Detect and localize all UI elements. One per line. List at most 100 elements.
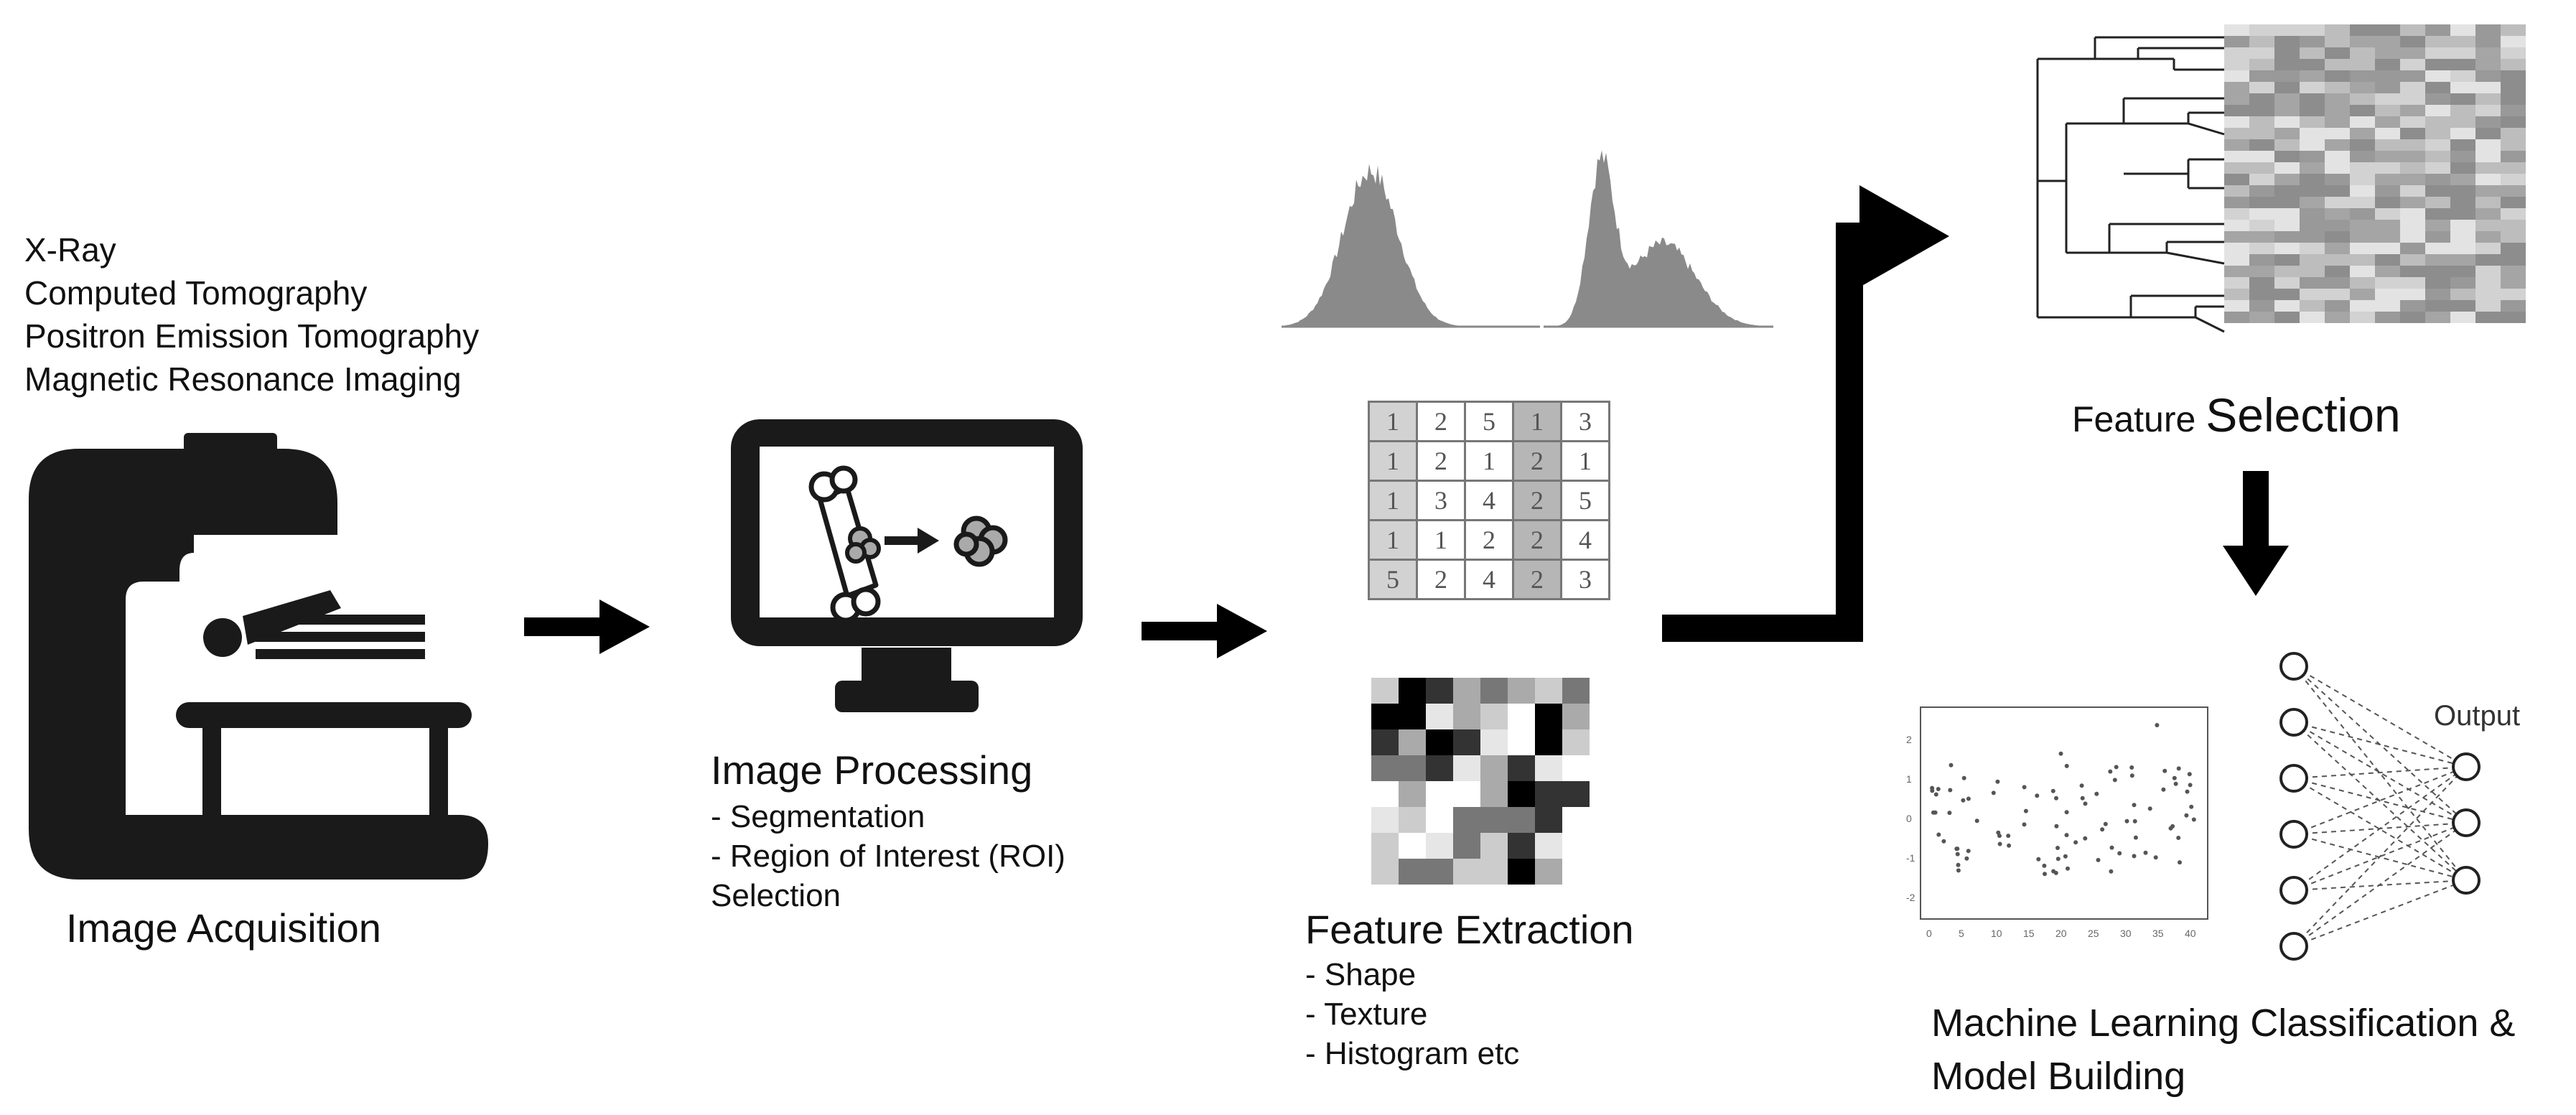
scatter-point [2083, 836, 2088, 841]
heatmap-cell [2274, 174, 2300, 185]
texture-cell [1426, 833, 1453, 859]
scatter-point [1948, 788, 1953, 793]
heatmap-cell [2400, 208, 2425, 220]
texture-pattern [1371, 678, 1590, 885]
heatmap-cell [2475, 139, 2501, 151]
heatmap-cell [2400, 24, 2425, 36]
matrix-cell: 4 [1560, 519, 1610, 561]
heatmap-cell [2249, 59, 2274, 70]
heatmap-cell [2274, 300, 2300, 312]
heatmap-cell [2325, 312, 2350, 323]
heatmap-cell [2501, 116, 2526, 128]
scatter-point [1947, 811, 1952, 816]
heatmap-cell [2400, 277, 2425, 289]
scatter-point [2043, 872, 2047, 877]
heatmap-cell [2400, 174, 2425, 185]
heatmap-cell [2274, 197, 2300, 208]
heatmap-cell [2501, 266, 2526, 277]
texture-cell [1453, 678, 1480, 704]
matrix-cell: 2 [1512, 480, 1562, 521]
heatmap-cell [2475, 231, 2501, 243]
heatmap-cell [2274, 93, 2300, 105]
arrow-right-icon [1142, 604, 1267, 658]
scatter-point [1974, 818, 1979, 824]
scatter-point [1997, 841, 2002, 846]
heatmap-cell [2300, 208, 2325, 220]
matrix-cell: 1 [1512, 401, 1562, 442]
heatmap-cell [2249, 162, 2274, 174]
heatmap-cell [2375, 231, 2400, 243]
scatter-point [2100, 827, 2105, 832]
nn-connection [2293, 880, 2467, 947]
heatmap-cell [2400, 220, 2425, 231]
heatmap-cell [2450, 24, 2475, 36]
matrix-cell: 1 [1368, 519, 1418, 561]
scatter-point [2178, 860, 2182, 865]
nn-connection [2293, 834, 2467, 881]
scatter-y-tick: -1 [1906, 852, 1915, 864]
heatmap-cell [2475, 289, 2501, 300]
matrix-cell: 2 [1464, 519, 1514, 561]
texture-cell [1426, 755, 1453, 781]
texture-cell [1371, 678, 1399, 704]
scatter-point [2058, 751, 2063, 756]
heatmap-cell [2475, 59, 2501, 70]
heatmap-cell [2350, 243, 2375, 254]
heatmap-cell [2400, 36, 2425, 47]
heatmap-cell [2450, 47, 2475, 59]
scatter-point [2096, 857, 2101, 862]
matrix-cell: 1 [1368, 440, 1418, 482]
heatmap-cell [2350, 277, 2375, 289]
heatmap-cell [2224, 312, 2249, 323]
heatmap-cell [2249, 82, 2274, 93]
heatmap-cell [2224, 70, 2249, 82]
scatter-point [2189, 804, 2194, 809]
heatmap-cell [2224, 82, 2249, 93]
heatmap-cell [2425, 70, 2450, 82]
scatter-x-tick: 40 [2185, 928, 2196, 939]
texture-cell [1508, 781, 1535, 807]
ml-title-line1: Machine Learning Classification & [1931, 1002, 2516, 1045]
heatmap-cell [2274, 24, 2300, 36]
heatmap-cell [2475, 266, 2501, 277]
heatmap-cell [2501, 289, 2526, 300]
heatmap-cell [2350, 36, 2375, 47]
heatmap-cell [2350, 139, 2375, 151]
texture-cell [1399, 781, 1426, 807]
heatmap-cell [2325, 300, 2350, 312]
heatmap-cell [2350, 266, 2375, 277]
texture-cell [1371, 859, 1399, 885]
heatmap-cell [2475, 243, 2501, 254]
texture-cell [1399, 704, 1426, 729]
heatmap-cell [2249, 47, 2274, 59]
heatmap-cell [2350, 105, 2375, 116]
texture-cell [1371, 833, 1399, 859]
nn-output-label: Output [2434, 700, 2521, 732]
texture-cell [1399, 729, 1426, 755]
heatmap-cell [2501, 128, 2526, 139]
heatmap-cell [2274, 59, 2300, 70]
texture-cell [1535, 755, 1562, 781]
heatmap-cell [2350, 174, 2375, 185]
scatter-point [1933, 792, 1938, 797]
heatmap-cell [2300, 47, 2325, 59]
heatmap-cell [2450, 277, 2475, 289]
matrix-cell: 5 [1464, 401, 1514, 442]
scatter-point [2161, 787, 2166, 792]
arrow-down-icon [2223, 471, 2289, 596]
heatmap-cell [2501, 70, 2526, 82]
heatmap-cell [2450, 312, 2475, 323]
heatmap-cell [2400, 289, 2425, 300]
matrix-cell: 5 [1368, 559, 1418, 600]
heatmap-cell [2224, 116, 2249, 128]
heatmap-cell [2400, 70, 2425, 82]
scatter-y-tick: 0 [1906, 813, 1912, 824]
scatter-point [1936, 787, 1941, 791]
heatmap-cell [2224, 128, 2249, 139]
texture-cell [1562, 859, 1590, 885]
texture-cell [1480, 833, 1508, 859]
scatter-point [2129, 773, 2134, 778]
scatter-point [2143, 850, 2148, 855]
scatter-point [1961, 798, 1966, 803]
heatmap-cell [2400, 116, 2425, 128]
